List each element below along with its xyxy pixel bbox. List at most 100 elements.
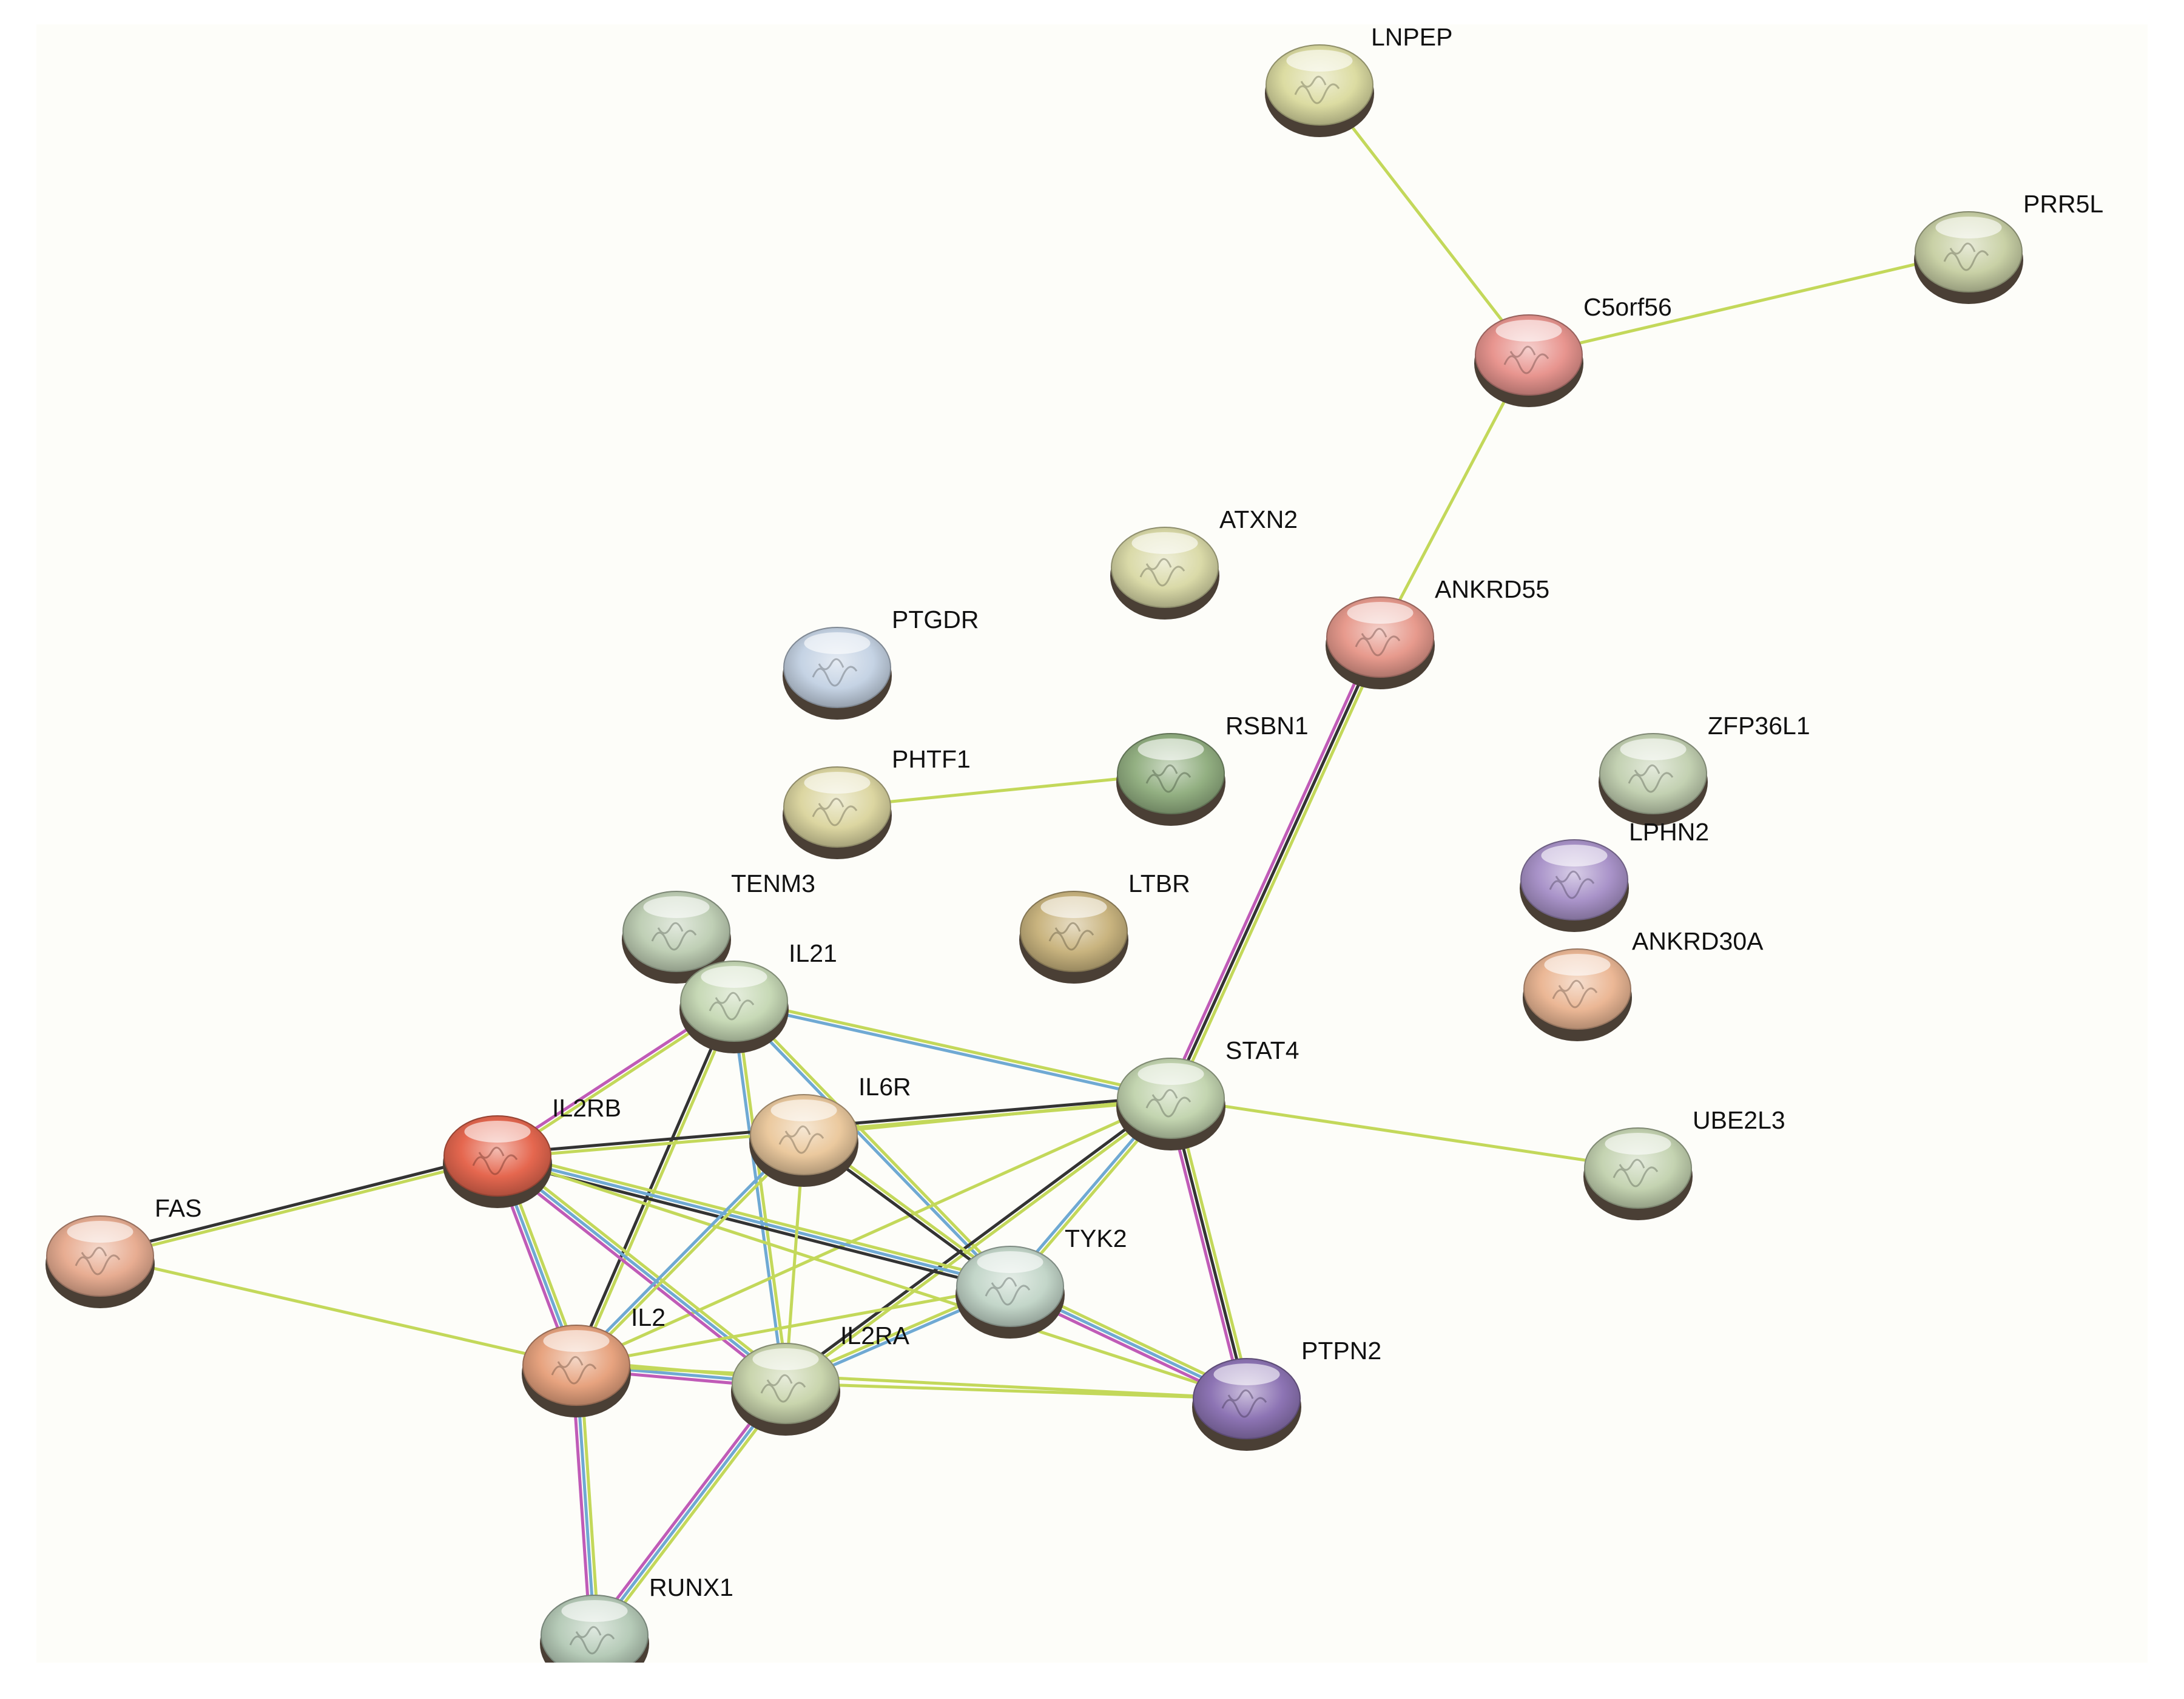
node-label: UBE2L3	[1693, 1106, 1785, 1134]
node-il2rb[interactable]: IL2RB	[443, 1094, 621, 1208]
protein-structure-icon	[812, 658, 858, 687]
node-label: ATXN2	[1219, 505, 1298, 533]
edge-strand-database	[730, 1001, 786, 1384]
edge-strand-textmining	[837, 772, 1171, 809]
node-label: TENM3	[731, 870, 815, 897]
protein-structure-icon	[1145, 1089, 1191, 1118]
node-rsbn1[interactable]: RSBN1	[1116, 712, 1309, 826]
node-il2ra[interactable]: IL2RA	[731, 1322, 910, 1436]
edge-il2rb-il2ra[interactable]	[494, 1151, 789, 1388]
node-highlight	[701, 966, 767, 988]
node-label: IL2	[631, 1303, 666, 1331]
edge-ankrd55-stat4[interactable]	[1165, 635, 1386, 1101]
protein-structure-icon	[1294, 75, 1340, 104]
node-label: IL6R	[858, 1073, 911, 1101]
node-fas[interactable]: FAS	[46, 1194, 201, 1308]
edge-il21-il2ra[interactable]	[730, 1001, 789, 1384]
edge-phtf1-rsbn1[interactable]	[837, 772, 1171, 809]
edge-strand-experimental	[1165, 635, 1378, 1098]
edge-strand-database	[497, 1154, 1011, 1288]
node-runx1[interactable]: RUNX1	[540, 1573, 733, 1663]
edge-strand-textmining	[803, 1096, 1171, 1137]
protein-structure-icon	[75, 1246, 121, 1275]
node-label: IL2RA	[840, 1322, 910, 1349]
node-lphn2[interactable]: LPHN2	[1520, 818, 1709, 932]
node-label: C5orf56	[1583, 293, 1672, 321]
node-ltbr[interactable]: LTBR	[1019, 870, 1190, 984]
node-ptpn2[interactable]: PTPN2	[1192, 1337, 1381, 1451]
protein-structure-icon	[1943, 242, 1989, 271]
node-highlight	[752, 1348, 819, 1370]
node-label: TYK2	[1065, 1224, 1127, 1252]
node-ube2l3[interactable]: UBE2L3	[1583, 1106, 1785, 1220]
protein-structure-icon	[551, 1356, 597, 1385]
edge-strand-textmining	[1173, 638, 1386, 1101]
node-highlight	[1347, 602, 1414, 624]
edge-fas-il2[interactable]	[99, 1254, 577, 1367]
edge-il2-ptpn2[interactable]	[576, 1363, 1247, 1400]
node-tenm3[interactable]: TENM3	[622, 870, 815, 984]
edge-il2ra-ptpn2[interactable]	[785, 1382, 1247, 1400]
node-label: PHTF1	[892, 745, 971, 773]
edge-il21-tyk2[interactable]	[731, 998, 1013, 1289]
edge-strand-database	[731, 1001, 1010, 1289]
edge-il21-stat4[interactable]	[733, 998, 1172, 1102]
edge-strand-textmining	[576, 1001, 738, 1367]
node-stat4[interactable]: STAT4	[1116, 1036, 1299, 1150]
node-label: RUNX1	[649, 1573, 733, 1601]
node-zfp36l1[interactable]: ZFP36L1	[1599, 712, 1810, 826]
node-label: PTPN2	[1301, 1337, 1381, 1365]
node-il6r[interactable]: IL6R	[749, 1073, 911, 1187]
node-label: IL2RB	[552, 1094, 621, 1122]
edge-il2rb-ptpn2[interactable]	[497, 1154, 1247, 1400]
node-prr5l[interactable]: PRR5L	[1914, 190, 2103, 304]
node-c5orf56[interactable]: C5orf56	[1474, 293, 1672, 407]
node-il21[interactable]: IL21	[679, 939, 837, 1053]
node-ankrd30a[interactable]: ANKRD30A	[1523, 927, 1764, 1041]
node-highlight	[1040, 896, 1107, 918]
edge-strand-textmining	[100, 1156, 499, 1260]
node-phtf1[interactable]: PHTF1	[783, 745, 971, 859]
protein-structure-icon	[778, 1125, 824, 1154]
node-highlight	[67, 1221, 133, 1243]
edge-il2rb-fas[interactable]	[99, 1152, 499, 1260]
node-highlight	[977, 1251, 1043, 1273]
node-highlight	[543, 1330, 610, 1352]
node-lnpep[interactable]: LNPEP	[1265, 24, 1452, 137]
node-tyk2[interactable]: TYK2	[956, 1224, 1127, 1339]
edge-prr5l-c5orf56[interactable]	[1528, 250, 1969, 357]
edge-il21-il2[interactable]	[573, 999, 738, 1367]
node-highlight	[1541, 845, 1608, 866]
node-highlight	[561, 1600, 628, 1622]
edge-strand-experimental	[494, 1158, 784, 1388]
edge-stat4-ube2l3[interactable]	[1170, 1096, 1639, 1170]
node-highlight	[1213, 1363, 1280, 1385]
edge-stat4-il2[interactable]	[575, 1096, 1172, 1367]
node-ankrd55[interactable]: ANKRD55	[1326, 575, 1549, 689]
edge-il2-tyk2[interactable]	[576, 1285, 1011, 1367]
node-label: FAS	[155, 1194, 201, 1222]
protein-structure-icon	[1048, 922, 1094, 951]
node-ptgdr[interactable]: PTGDR	[783, 606, 979, 720]
edge-stat4-il6r[interactable]	[803, 1096, 1171, 1137]
protein-structure-icon	[1145, 764, 1191, 793]
protein-structure-icon	[569, 1626, 615, 1655]
protein-structure-icon	[1221, 1389, 1267, 1418]
edge-strand-coexpression	[573, 999, 734, 1365]
node-atxn2[interactable]: ATXN2	[1110, 505, 1298, 620]
protein-structure-icon	[812, 797, 858, 826]
edge-lnpep-c5orf56[interactable]	[1318, 84, 1530, 356]
edge-stat4-il2ra[interactable]	[783, 1095, 1173, 1387]
node-il2[interactable]: IL2	[522, 1303, 666, 1417]
protein-structure-icon	[1613, 1158, 1659, 1187]
protein-structure-icon	[472, 1146, 518, 1175]
edge-strand-textmining	[576, 1363, 1247, 1400]
node-label: LTBR	[1128, 870, 1190, 897]
protein-structure-icon	[1139, 558, 1185, 587]
node-label: LNPEP	[1371, 24, 1452, 51]
edge-strand-textmining	[734, 1001, 789, 1383]
node-label: IL21	[789, 939, 837, 967]
